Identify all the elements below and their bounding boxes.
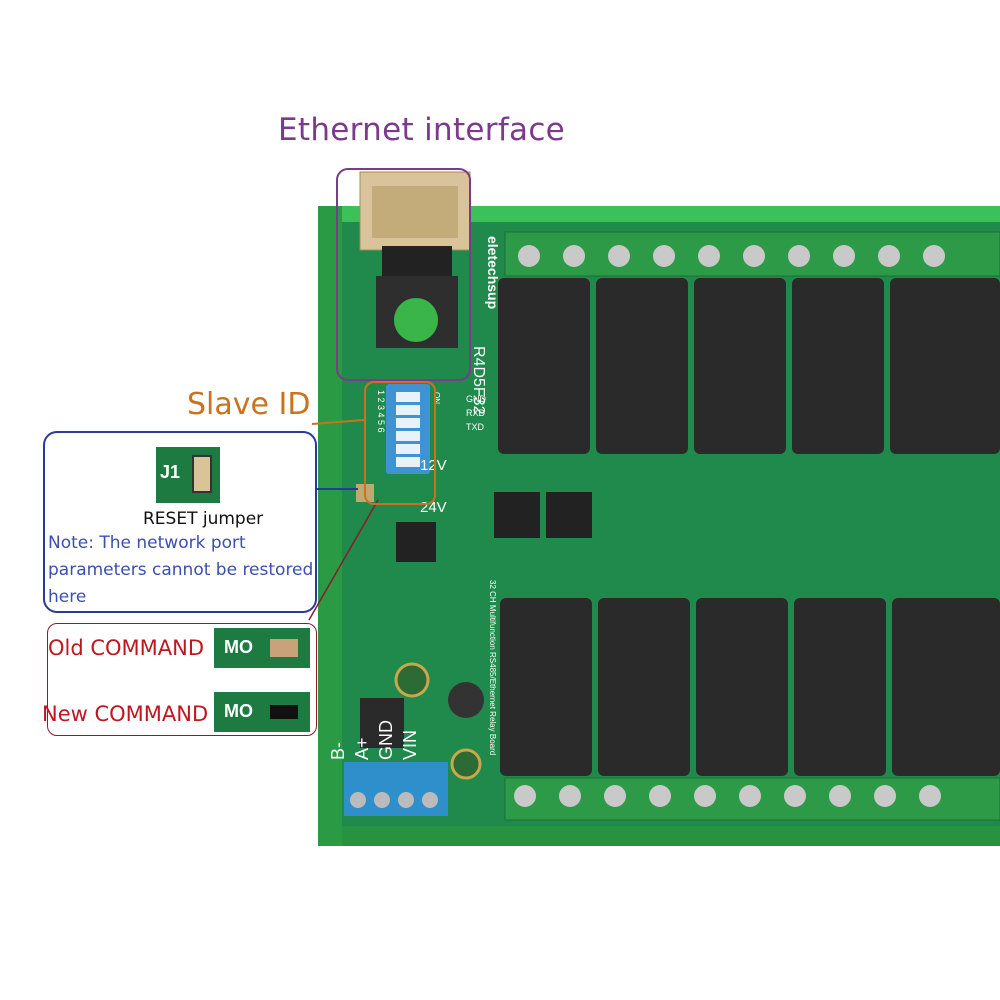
ic-chip xyxy=(396,522,436,562)
pad-text: MO xyxy=(224,701,253,721)
slave-callout-line xyxy=(311,419,365,425)
ethernet-jack xyxy=(359,171,471,348)
dip-on-label: ON xyxy=(432,392,441,404)
ethernet-highlight-box xyxy=(336,168,471,381)
terminal-label: B- xyxy=(328,742,348,760)
j1-label: J1 xyxy=(160,462,181,482)
command-callout-line xyxy=(308,499,379,621)
pad-text: MO xyxy=(224,637,253,657)
slave-id-title: Slave ID xyxy=(187,387,311,422)
j1-jumper-image: J1 xyxy=(156,447,220,503)
new-command-pad-image: MO xyxy=(214,692,310,732)
uart-label: TXD xyxy=(466,422,485,432)
slave-id-highlight-box xyxy=(364,381,436,505)
board-description-silkscreen: 32 CH Multifunction RS485/Ethernet Relay… xyxy=(488,580,497,755)
ic-chip xyxy=(494,492,540,538)
reset-jumper-title: RESET jumper xyxy=(143,509,264,529)
model-silkscreen: R4D5F32 xyxy=(470,346,487,415)
uart-label: GND xyxy=(466,394,487,404)
inductor xyxy=(448,682,484,718)
capacitor xyxy=(450,748,482,780)
label-12v: 12V xyxy=(420,457,447,474)
brand-silkscreen: eletechsup xyxy=(485,236,501,309)
new-command-label: New COMMAND xyxy=(42,702,209,726)
old-command-pad-image: MO xyxy=(214,628,310,668)
dip-switch xyxy=(386,384,430,474)
solder-pad-bridged xyxy=(270,705,298,719)
old-command-label: Old COMMAND xyxy=(48,636,205,660)
terminal-label: A+ xyxy=(352,737,372,760)
ic-chip xyxy=(546,492,592,538)
relay-row-top xyxy=(498,278,1000,454)
power-terminal-block xyxy=(344,762,448,816)
relay-row-bottom xyxy=(500,598,1000,776)
ethernet-interface-title: Ethernet interface xyxy=(278,112,566,148)
terminal-label: GND xyxy=(376,720,396,760)
j1-pins xyxy=(192,455,212,493)
uart-label: RXD xyxy=(466,408,486,418)
solder-pad-open xyxy=(270,639,298,657)
dip-numbers: 1 2 3 4 5 6 xyxy=(376,390,386,433)
terminal-label: VIN xyxy=(400,730,420,760)
reset-note: Note: The network port parameters cannot… xyxy=(48,533,314,607)
voltage-regulator xyxy=(360,698,404,748)
capacitor xyxy=(394,662,430,698)
reset-jumper-panel xyxy=(43,431,317,613)
